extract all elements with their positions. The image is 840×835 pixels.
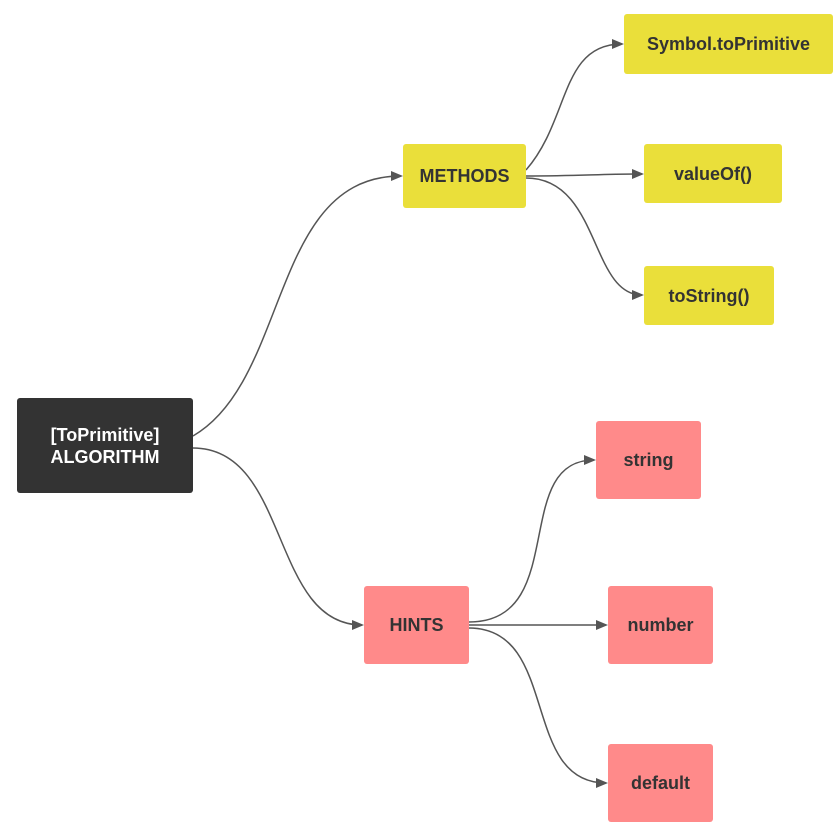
hints-node: HINTS [364, 586, 469, 664]
root-node-toprimitive-algorithm: [ToPrimitive] ALGORITHM [17, 398, 193, 493]
method-node-label: Symbol.toPrimitive [646, 34, 811, 54]
method-node-tostring: toString() [644, 266, 774, 325]
root-node-line1: [ToPrimitive] [50, 424, 160, 445]
edge-root-to-hints [192, 447, 364, 630]
method-node-symbol-toprimitive: Symbol.toPrimitive [624, 14, 833, 74]
hint-node-label: number [627, 615, 694, 635]
hint-node-label: default [630, 773, 690, 793]
edge-root-to-methods [192, 171, 403, 437]
edge-methods-to-tostring [525, 177, 644, 300]
edge-methods-to-symbol [525, 39, 624, 171]
methods-node-label: METHODS [419, 166, 510, 186]
edge-hints-to-string [468, 455, 596, 623]
edge-hints-to-default [468, 627, 608, 788]
hints-node-label: HINTS [389, 615, 444, 635]
method-node-label: toString() [668, 285, 750, 306]
hint-node-number: number [608, 586, 713, 664]
edge-methods-to-valueof [525, 169, 644, 180]
method-node-valueof: valueOf() [644, 144, 782, 203]
methods-node: METHODS [403, 144, 526, 208]
hint-node-default: default [608, 744, 713, 822]
method-node-label: valueOf() [673, 163, 752, 184]
hint-node-label: string [623, 450, 674, 470]
hint-node-string: string [596, 421, 701, 499]
root-node-line2: ALGORITHM [50, 446, 160, 467]
